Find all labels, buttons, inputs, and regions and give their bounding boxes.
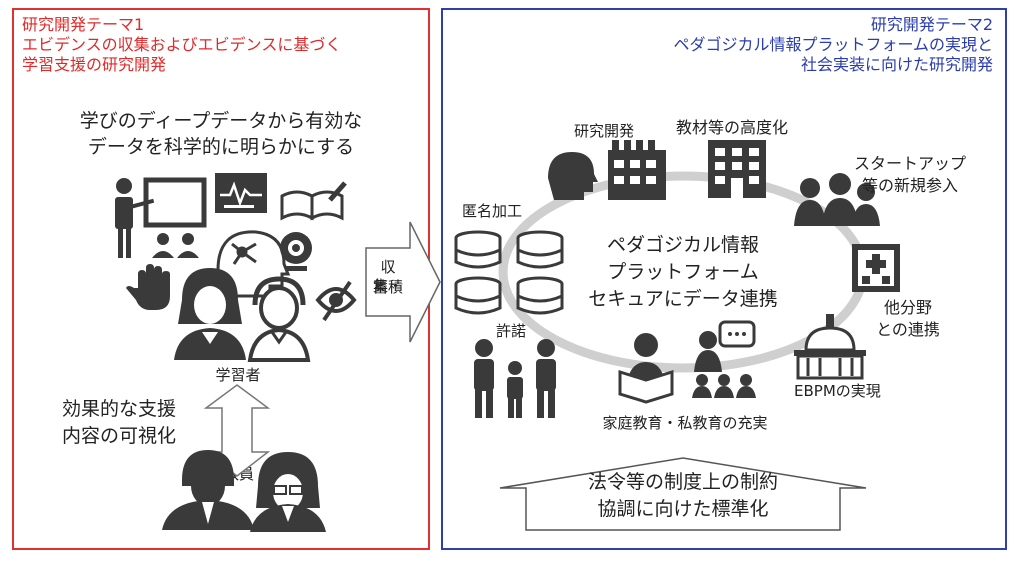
research-label: 研究開発 [574, 122, 635, 140]
support-label-line2: 内容の可視化 [62, 425, 177, 447]
anonymize-label: 匿名加工 [462, 202, 523, 220]
teachers-label: 教員 [223, 465, 254, 483]
theme1-title-line2: 学習支援の研究開発 [22, 55, 167, 74]
startup-label-line2: 等の新規参入 [861, 176, 958, 195]
other-fields-label-line1: 他分野 [883, 298, 932, 317]
theme2-panel [441, 8, 1007, 550]
theme2-title-line1: ペダゴジカル情報プラットフォームの実現と [673, 35, 993, 54]
platform-label-line1: ペダゴジカル情報 [606, 234, 759, 256]
ebpm-label: EBPMの実現 [794, 382, 881, 400]
law-label-line2: 協調に向けた標準化 [597, 498, 769, 520]
law-label-line1: 法令等の制度上の制約 [587, 471, 778, 493]
platform-label-line2: プラットフォーム [607, 261, 759, 283]
other-fields-label-line2: との連携 [876, 320, 940, 339]
theme2-title-line2: 社会実装に向けた研究開発 [800, 55, 993, 74]
startup-label-line1: スタートアップ [853, 154, 966, 173]
theme1-title-line1: エビデンスの収集およびエビデンスに基づく [22, 35, 342, 54]
arrow-label-line1: 収集・ [372, 258, 403, 295]
support-label-line1: 効果的な支援 [62, 398, 177, 420]
permission-label: 許諾 [496, 322, 527, 340]
theme1-intro-line1: 学びのディープデータから有効な [79, 110, 363, 132]
theme1-heading: 研究開発テーマ1 [22, 15, 145, 34]
learners-label: 学習者 [215, 366, 261, 384]
family-education-label: 家庭教育・私教育の充実 [602, 414, 768, 432]
materials-label: 教材等の高度化 [676, 118, 789, 137]
theme1-intro-line2: データを科学的に明らかにする [87, 136, 355, 158]
theme2-heading: 研究開発テーマ2 [870, 15, 993, 34]
platform-label-line3: セキュアにデータ連携 [588, 288, 778, 310]
arrow-label-line2: 蓄積 [372, 278, 403, 296]
